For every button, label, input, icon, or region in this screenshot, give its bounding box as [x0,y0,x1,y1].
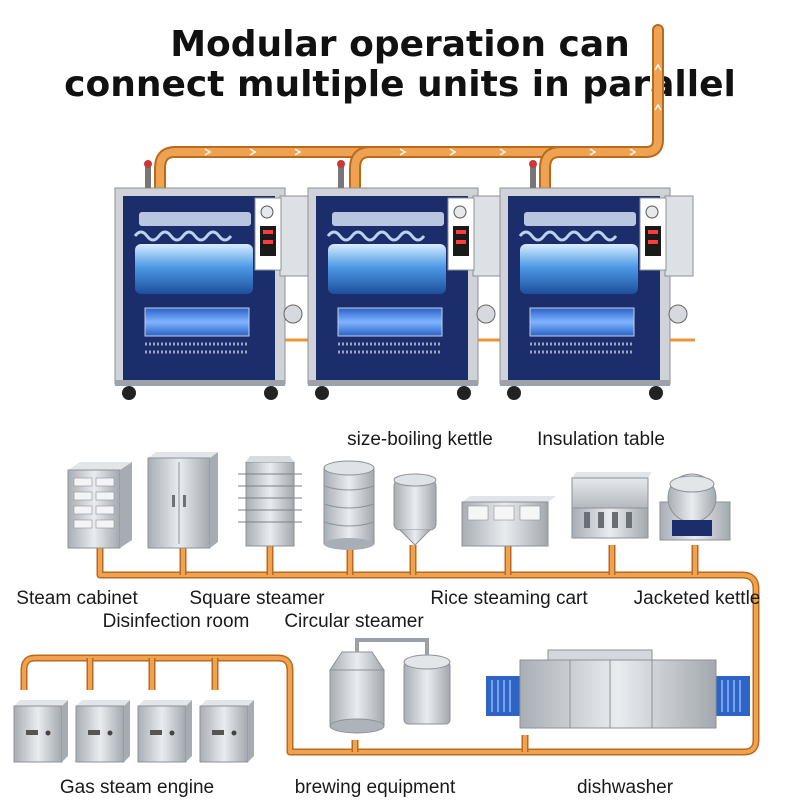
gas-steam-engine-icon [75,700,130,763]
steam-generator-icon [114,160,310,400]
disinfection-room-icon [147,452,218,549]
title-line-2: connect multiple units in parallel [64,64,736,105]
insulation-table-icon [571,472,652,539]
steam-cabinet-icon [67,462,132,549]
square-steamer-icon [238,456,302,547]
label-insulation-table: Insulation table [537,429,665,450]
title-line-1: Modular operation can [170,24,630,65]
top-steam-manifold [154,24,664,196]
label-dishwasher: dishwasher [577,777,674,798]
label-size-boiling-kettle: size-boiling kettle [347,429,493,450]
label-square-steamer: Square steamer [189,588,325,609]
size-boiling-kettle-icon [393,473,437,546]
steam-generator-icon [307,160,503,400]
steam-generator-icon [499,160,695,400]
label-brewing-equipment: brewing equipment [295,777,456,798]
dishwasher-icon [486,649,750,729]
gas-steam-engine-icon [137,700,192,763]
label-circular-steamer: Circular steamer [284,611,424,632]
label-steam-cabinet: Steam cabinet [16,588,138,609]
jacketed-kettle-icon [659,473,731,541]
gas-steam-engine-icon [199,700,254,763]
label-gas-steam-engine: Gas steam engine [60,777,214,798]
gas-steam-engine-icon [13,700,68,763]
label-rice-steaming-cart: Rice steaming cart [430,588,588,609]
circular-steamer-icon [323,460,375,550]
label-jacketed-kettle: Jacketed kettle [634,588,761,609]
lower-steam-manifold [20,545,760,756]
brewing-equipment-icon [329,638,451,734]
rice-steaming-cart-icon [461,496,556,547]
label-disinfection-room: Disinfection room [103,611,250,632]
